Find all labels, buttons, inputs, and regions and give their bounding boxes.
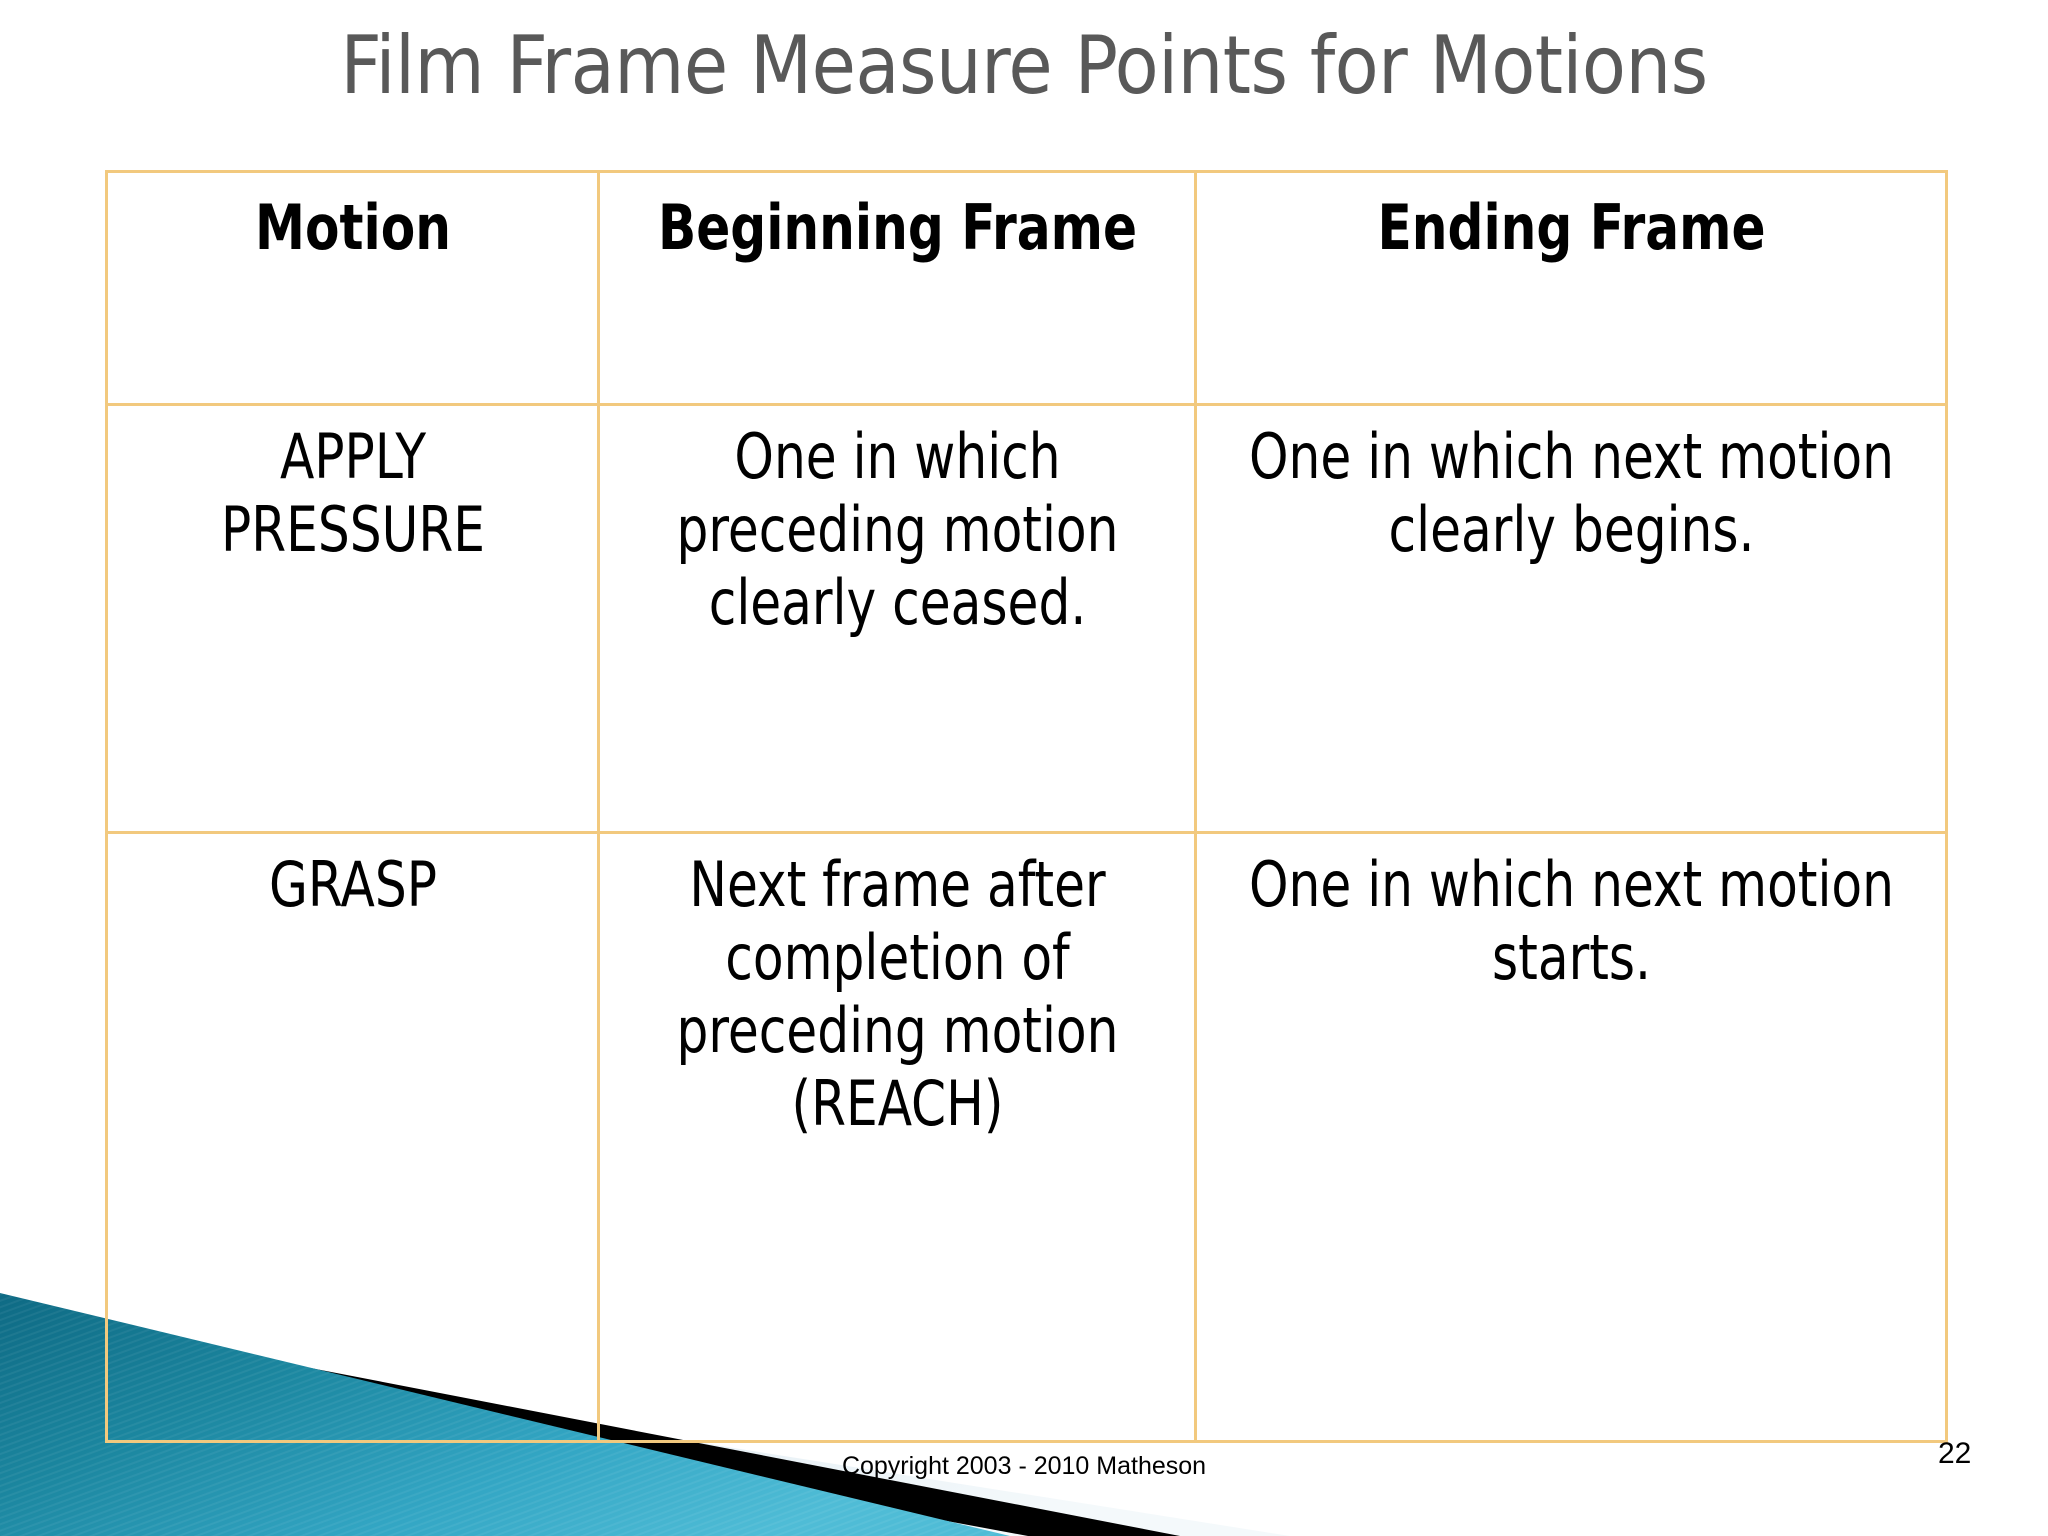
column-header-motion: Motion xyxy=(129,170,576,406)
column-header-ending-frame: Ending Frame xyxy=(1231,170,1911,406)
cell-ending-frame: One in which next motion starts. xyxy=(1231,831,1911,1443)
cell-motion-text: APPLY PRESSURE xyxy=(220,420,485,567)
column-header-ending-frame-label: Ending Frame xyxy=(1376,191,1766,264)
cell-motion: APPLY PRESSURE xyxy=(129,403,576,834)
cell-motion: GRASP xyxy=(129,831,576,1443)
cell-beginning-frame-text: One in which preceding motion clearly ce… xyxy=(676,420,1118,640)
cell-beginning-frame-text: Next frame after completion of preceding… xyxy=(676,848,1118,1141)
page-title: Film Frame Measure Points for Motions xyxy=(340,19,1708,112)
column-header-motion-label: Motion xyxy=(254,191,451,264)
table-row: APPLY PRESSURE One in which preceding mo… xyxy=(107,403,1947,834)
cell-ending-frame-text: One in which next motion clearly begins. xyxy=(1248,420,1894,567)
cell-beginning-frame: Next frame after completion of preceding… xyxy=(626,831,1167,1443)
cell-beginning-frame: One in which preceding motion clearly ce… xyxy=(626,403,1167,834)
cell-ending-frame-text: One in which next motion starts. xyxy=(1248,848,1894,995)
copyright-notice: Copyright 2003 - 2010 Matheson xyxy=(841,1452,1207,1480)
slide-number: 22 xyxy=(1938,1437,1972,1470)
table-row: GRASP Next frame after completion of pre… xyxy=(107,831,1947,1443)
table-header-row: Motion Beginning Frame Ending Frame xyxy=(107,170,1947,406)
film-frame-measure-points-table: Motion Beginning Frame Ending Frame APPL… xyxy=(105,170,1948,1443)
column-header-beginning-frame-label: Beginning Frame xyxy=(657,191,1137,264)
cell-motion-text: GRASP xyxy=(268,848,437,921)
cell-ending-frame: One in which next motion clearly begins. xyxy=(1231,403,1911,834)
column-header-beginning-frame: Beginning Frame xyxy=(626,170,1167,406)
